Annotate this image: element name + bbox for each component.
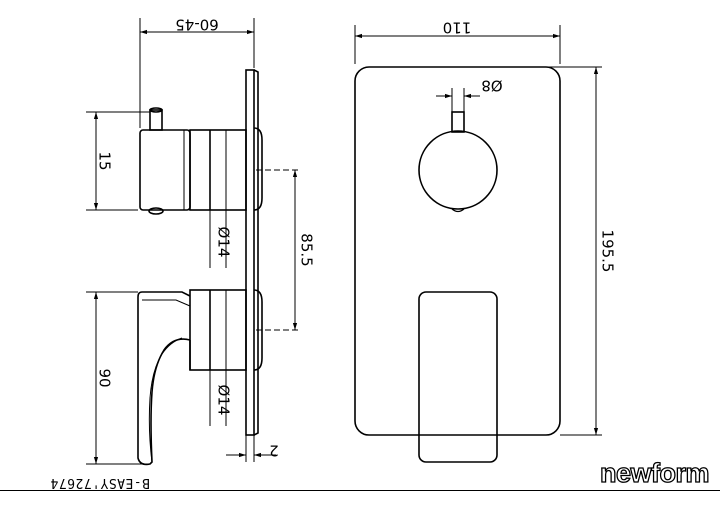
dim-front-height: 195.5 (599, 230, 617, 273)
front-view (354, 66, 561, 463)
dim-front-width: 110 (443, 19, 472, 37)
product-code: B-EASY'72674 (50, 475, 150, 490)
dim-knob-diameter-top: Ø14 (215, 227, 233, 258)
upper-knob-pin (149, 109, 163, 131)
lever-front (418, 291, 498, 463)
upper-knob-cap (139, 129, 191, 211)
knob-pin-front (451, 111, 465, 133)
diverter-knob (418, 130, 498, 210)
lower-knob-collar (189, 289, 247, 371)
footer-divider (0, 490, 720, 491)
brand-logo: newform (599, 457, 710, 488)
dim-lever-height: 90 (96, 368, 114, 387)
dim-pin-diameter: Ø8 (481, 77, 502, 95)
side-dimensions (86, 18, 300, 465)
side-view (137, 69, 263, 466)
dim-side-depth: 60-45 (175, 16, 219, 34)
dim-knob-diameter-bottom: Ø14 (215, 385, 233, 416)
lever-handle-profile (137, 291, 191, 466)
front-dimensions (354, 25, 602, 436)
dim-plate-thickness: 2 (269, 442, 279, 460)
upper-knob-collar (189, 129, 247, 211)
plate-back-edge (253, 69, 259, 436)
dim-knob-spacing: 85.5 (298, 233, 316, 266)
cover-plate-side (245, 69, 255, 436)
dim-pin-length: 15 (96, 151, 114, 170)
upper-flange (253, 127, 263, 211)
cover-plate-front (354, 66, 561, 436)
